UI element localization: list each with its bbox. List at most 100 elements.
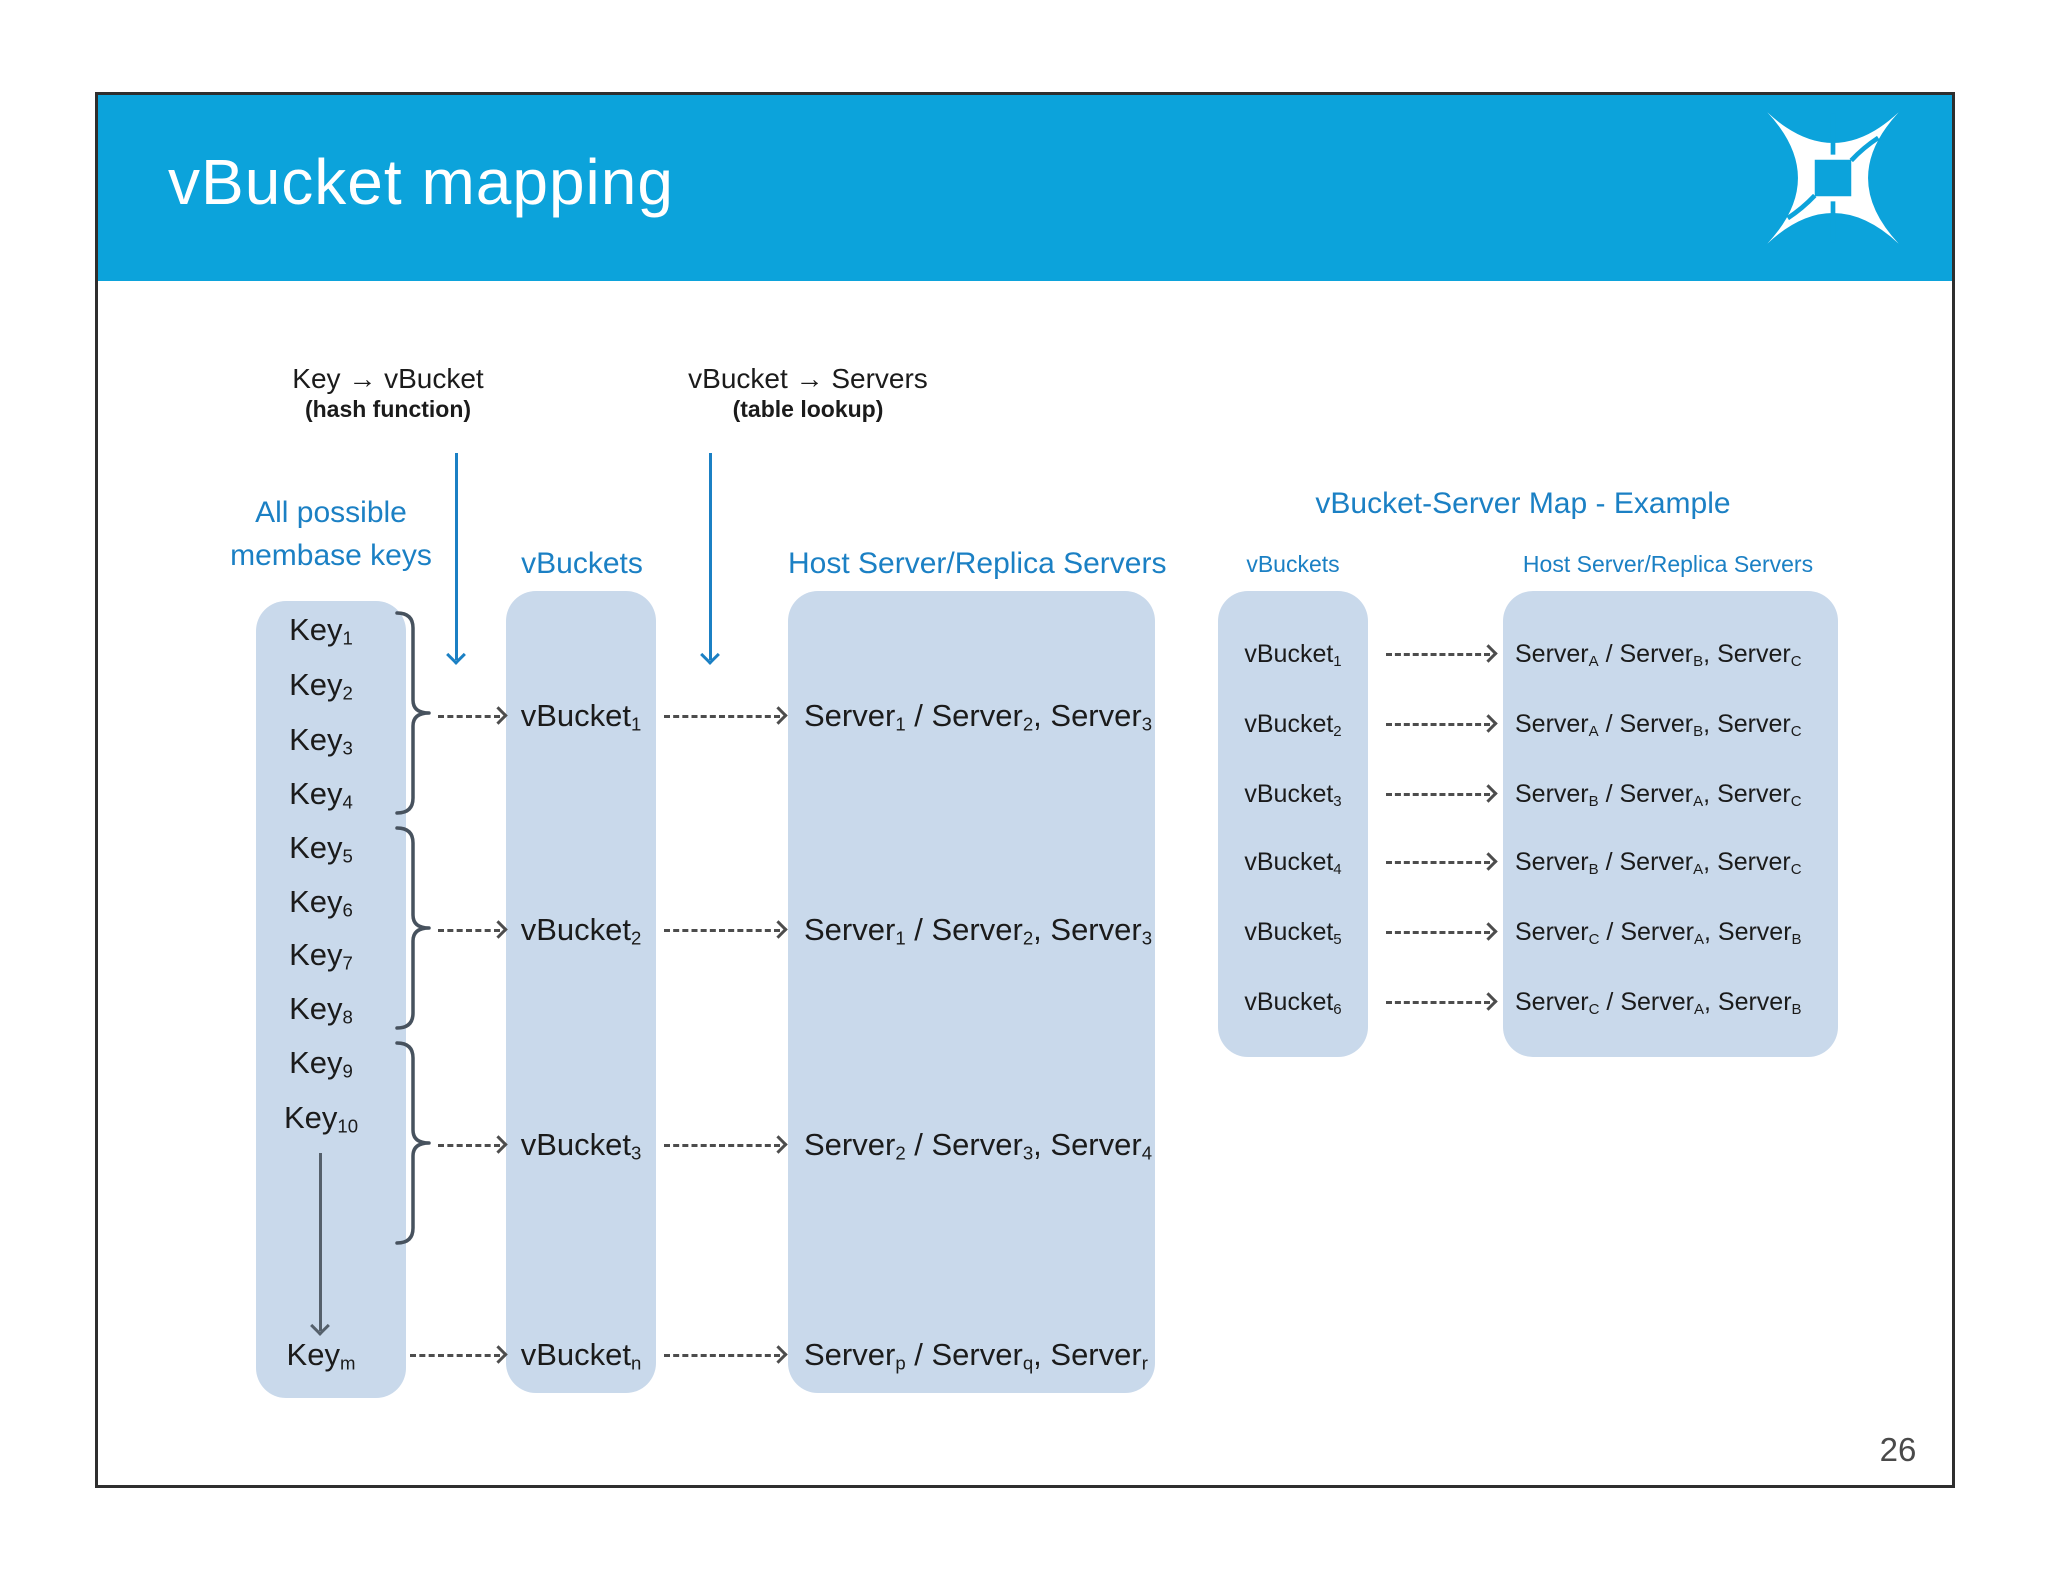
key-row: Key1	[256, 608, 386, 652]
server-label: Server	[1050, 912, 1142, 947]
key-sub: 8	[342, 1006, 353, 1028]
server-label: Server	[1619, 710, 1694, 738]
key-row: Keym	[256, 1333, 386, 1377]
separator: /	[905, 912, 932, 947]
server-label: Server	[1515, 710, 1589, 738]
key-row: Key5	[256, 826, 386, 870]
key-row: Key8	[256, 987, 386, 1031]
server-sub: A	[1693, 930, 1704, 948]
server-sub: A	[1693, 1000, 1704, 1018]
key-label: Key	[286, 1337, 340, 1372]
separator: ,	[1033, 1337, 1051, 1372]
server-sub: 2	[895, 1142, 906, 1164]
server-label: Server	[1619, 780, 1694, 808]
separator: ,	[1703, 988, 1718, 1016]
key-label: Key	[289, 667, 343, 702]
server-label: Server	[1717, 780, 1791, 808]
annotation-line: vBucket → Servers	[688, 363, 928, 394]
example-vbucket-row: vBucket6	[1218, 984, 1368, 1020]
vbucket-row: vBucketn	[506, 1333, 656, 1377]
down-arrow-icon	[455, 453, 458, 660]
annotation-line: Key → vBucket	[292, 363, 484, 394]
server-sub: B	[1588, 860, 1599, 878]
key-sub: 5	[342, 845, 353, 867]
server-label: Server	[1619, 848, 1694, 876]
key-row: Key10	[256, 1096, 386, 1140]
vbucket-sub: 6	[1333, 1000, 1342, 1018]
server-label: Server	[1515, 918, 1589, 946]
page-number: 26	[1879, 1431, 1917, 1468]
vbuckets-box	[506, 591, 656, 1393]
server-sub: A	[1693, 792, 1704, 810]
vbucket-label: vBucket	[1244, 918, 1334, 946]
server-sub: C	[1790, 792, 1802, 810]
keys-column-header: All possible membase keys	[176, 491, 486, 577]
separator: ,	[1703, 640, 1718, 668]
vbucket-sub: 3	[1333, 792, 1342, 810]
server-sub: 1	[895, 713, 906, 735]
example-server-row: ServerA / ServerB, ServerC	[1515, 706, 1802, 742]
server-sub: 4	[1141, 1142, 1153, 1164]
example-servers-header: Host Server/Replica Servers	[1522, 551, 1814, 577]
server-label: Server	[804, 698, 896, 733]
vbucket-sub: n	[630, 1352, 642, 1374]
server-label: Server	[804, 1127, 896, 1162]
keys-header-line2: membase keys	[230, 539, 432, 572]
server-label: Server	[1717, 848, 1791, 876]
example-server-row: ServerA / ServerB, ServerC	[1515, 636, 1802, 672]
server-label: Server	[1717, 918, 1792, 946]
key-group-brace-icon	[395, 826, 431, 1030]
key-sub: 4	[342, 791, 353, 813]
separator: /	[905, 1127, 932, 1162]
key-sub: 10	[337, 1115, 359, 1137]
example-vbucket-row: vBucket2	[1218, 706, 1368, 742]
separator: /	[1598, 710, 1620, 738]
server-row: Server1 / Server2, Server3	[804, 694, 1152, 738]
dashed-arrow-icon	[1386, 793, 1490, 796]
down-arrow-icon	[709, 453, 712, 660]
vbucket-row: vBucket1	[506, 694, 656, 738]
separator: /	[1598, 640, 1620, 668]
server-sub: B	[1588, 792, 1599, 810]
annotation-key-to-vbucket: Key → vBucket (hash function)	[238, 363, 538, 423]
server-label: Server	[1717, 640, 1791, 668]
server-sub: C	[1588, 1000, 1600, 1018]
separator: ,	[1703, 780, 1718, 808]
server-label: Server	[1515, 780, 1589, 808]
key-sub: 6	[342, 899, 353, 921]
dashed-arrow-icon	[664, 1354, 780, 1357]
key-group-brace-icon	[395, 1041, 431, 1245]
separator: /	[905, 698, 932, 733]
server-sub: B	[1693, 722, 1704, 740]
server-label: Server	[1050, 698, 1142, 733]
key-row: Key4	[256, 772, 386, 816]
key-label: Key	[289, 884, 343, 919]
server-sub: q	[1022, 1352, 1034, 1374]
servers-column-header: Host Server/Replica Servers	[788, 547, 1167, 580]
key-sub: 2	[342, 682, 353, 704]
server-sub: A	[1588, 722, 1599, 740]
separator: /	[1598, 780, 1620, 808]
example-server-row: ServerB / ServerA, ServerC	[1515, 844, 1802, 880]
example-vbucket-row: vBucket5	[1218, 914, 1368, 950]
dashed-arrow-icon	[1386, 861, 1490, 864]
server-label: Server	[804, 1337, 896, 1372]
vbucket-row: vBucket3	[506, 1123, 656, 1167]
key-label: Key	[289, 937, 343, 972]
page-title: vBucket mapping	[168, 146, 674, 218]
example-server-row: ServerC / ServerA, ServerB	[1515, 984, 1802, 1020]
server-label: Server	[1050, 1337, 1142, 1372]
server-label: Server	[1515, 640, 1589, 668]
separator: ,	[1033, 912, 1051, 947]
slide: vBucket mapping Key → vBucket (hash func…	[95, 92, 1955, 1488]
server-label: Server	[1717, 988, 1792, 1016]
servers-box	[788, 591, 1155, 1393]
separator: ,	[1033, 1127, 1051, 1162]
server-row: Server1 / Server2, Server3	[804, 908, 1152, 952]
server-sub: r	[1141, 1352, 1148, 1374]
dashed-arrow-icon	[1386, 653, 1490, 656]
server-sub: A	[1693, 860, 1704, 878]
key-label: Key	[289, 776, 343, 811]
membase-starburst-logo-icon	[1767, 112, 1899, 244]
server-sub: 1	[895, 927, 906, 949]
